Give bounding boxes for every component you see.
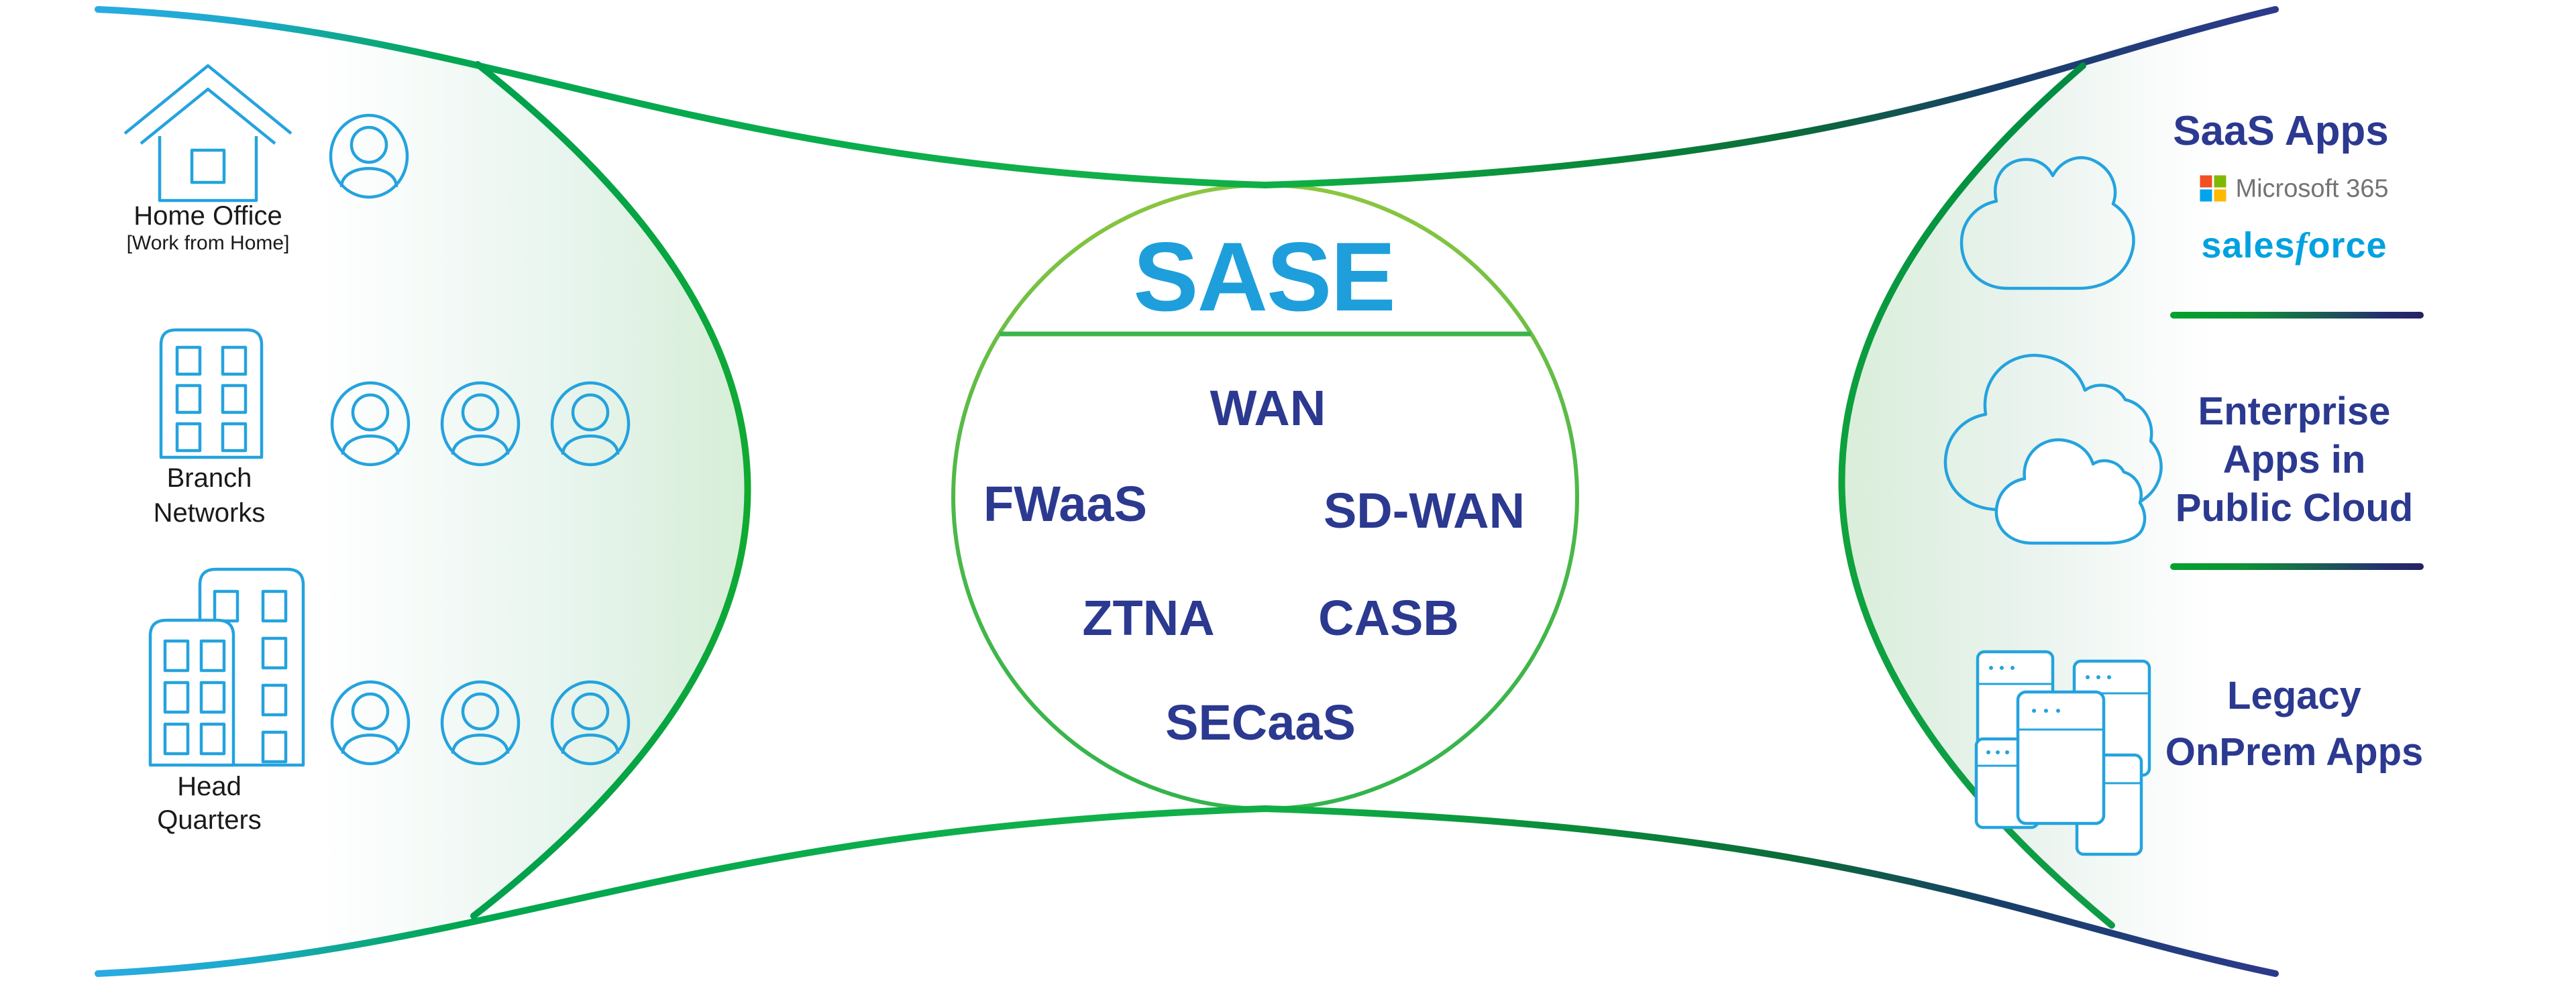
service-fwaas: FWaaS — [983, 476, 1147, 532]
home-office-label: Home Office — [133, 201, 282, 231]
left-lens-fill — [98, 9, 748, 974]
divider — [2170, 312, 2424, 319]
cloud-icon — [1960, 156, 2135, 290]
legacy-onprem-title-line2: OnPrem Apps — [2165, 730, 2424, 774]
microsoft-logo-icon — [2200, 175, 2226, 202]
service-wan: WAN — [1210, 380, 1326, 436]
ms-square-red — [2200, 175, 2212, 188]
legacy-onprem-title-line1: Legacy — [2227, 674, 2361, 717]
branch-networks-label-line1: Branch — [166, 463, 252, 493]
microsoft-365-logo: Microsoft 365 — [2200, 174, 2389, 203]
bottom-connection-curve — [95, 805, 2279, 977]
service-secaas: SECaaS — [1165, 695, 1356, 750]
saas-apps-title: SaaS Apps — [2173, 108, 2389, 154]
service-ztna: ZTNA — [1082, 590, 1215, 646]
enterprise-apps-title-line3: Public Cloud — [2175, 486, 2414, 530]
divider — [2170, 563, 2424, 570]
ms-square-green — [2214, 175, 2226, 188]
salesforce-text-f: f — [2295, 225, 2308, 266]
salesforce-text-post: orce — [2308, 225, 2387, 266]
head-quarters-label-line2: Quarters — [157, 805, 262, 835]
enterprise-apps-title-line1: Enterprise — [2198, 390, 2391, 433]
headquarters-buildings-icon — [148, 567, 305, 767]
branch-networks-label-line2: Networks — [153, 498, 266, 528]
office-building-icon — [159, 328, 264, 459]
ms-square-yellow — [2214, 189, 2226, 202]
service-sdwan: SD-WAN — [1323, 483, 1525, 538]
ms-square-blue — [2200, 189, 2212, 202]
app-windows-icon — [1974, 650, 2151, 856]
salesforce-text-pre: sales — [2201, 225, 2296, 266]
home-office-sublabel: [Work from Home] — [126, 232, 290, 254]
enterprise-apps-title-line2: Apps in — [2222, 438, 2366, 481]
microsoft-365-label: Microsoft 365 — [2235, 174, 2389, 203]
house-icon — [123, 64, 292, 203]
clouds-icon — [1943, 353, 2163, 545]
salesforce-logo: salesforce — [2201, 227, 2387, 264]
service-casb: CASB — [1318, 590, 1459, 646]
sase-title: SASE — [1133, 222, 1396, 331]
top-connection-curve — [95, 6, 2279, 189]
left-lens-arc — [470, 61, 751, 919]
head-quarters-label-line1: Head — [177, 772, 241, 801]
